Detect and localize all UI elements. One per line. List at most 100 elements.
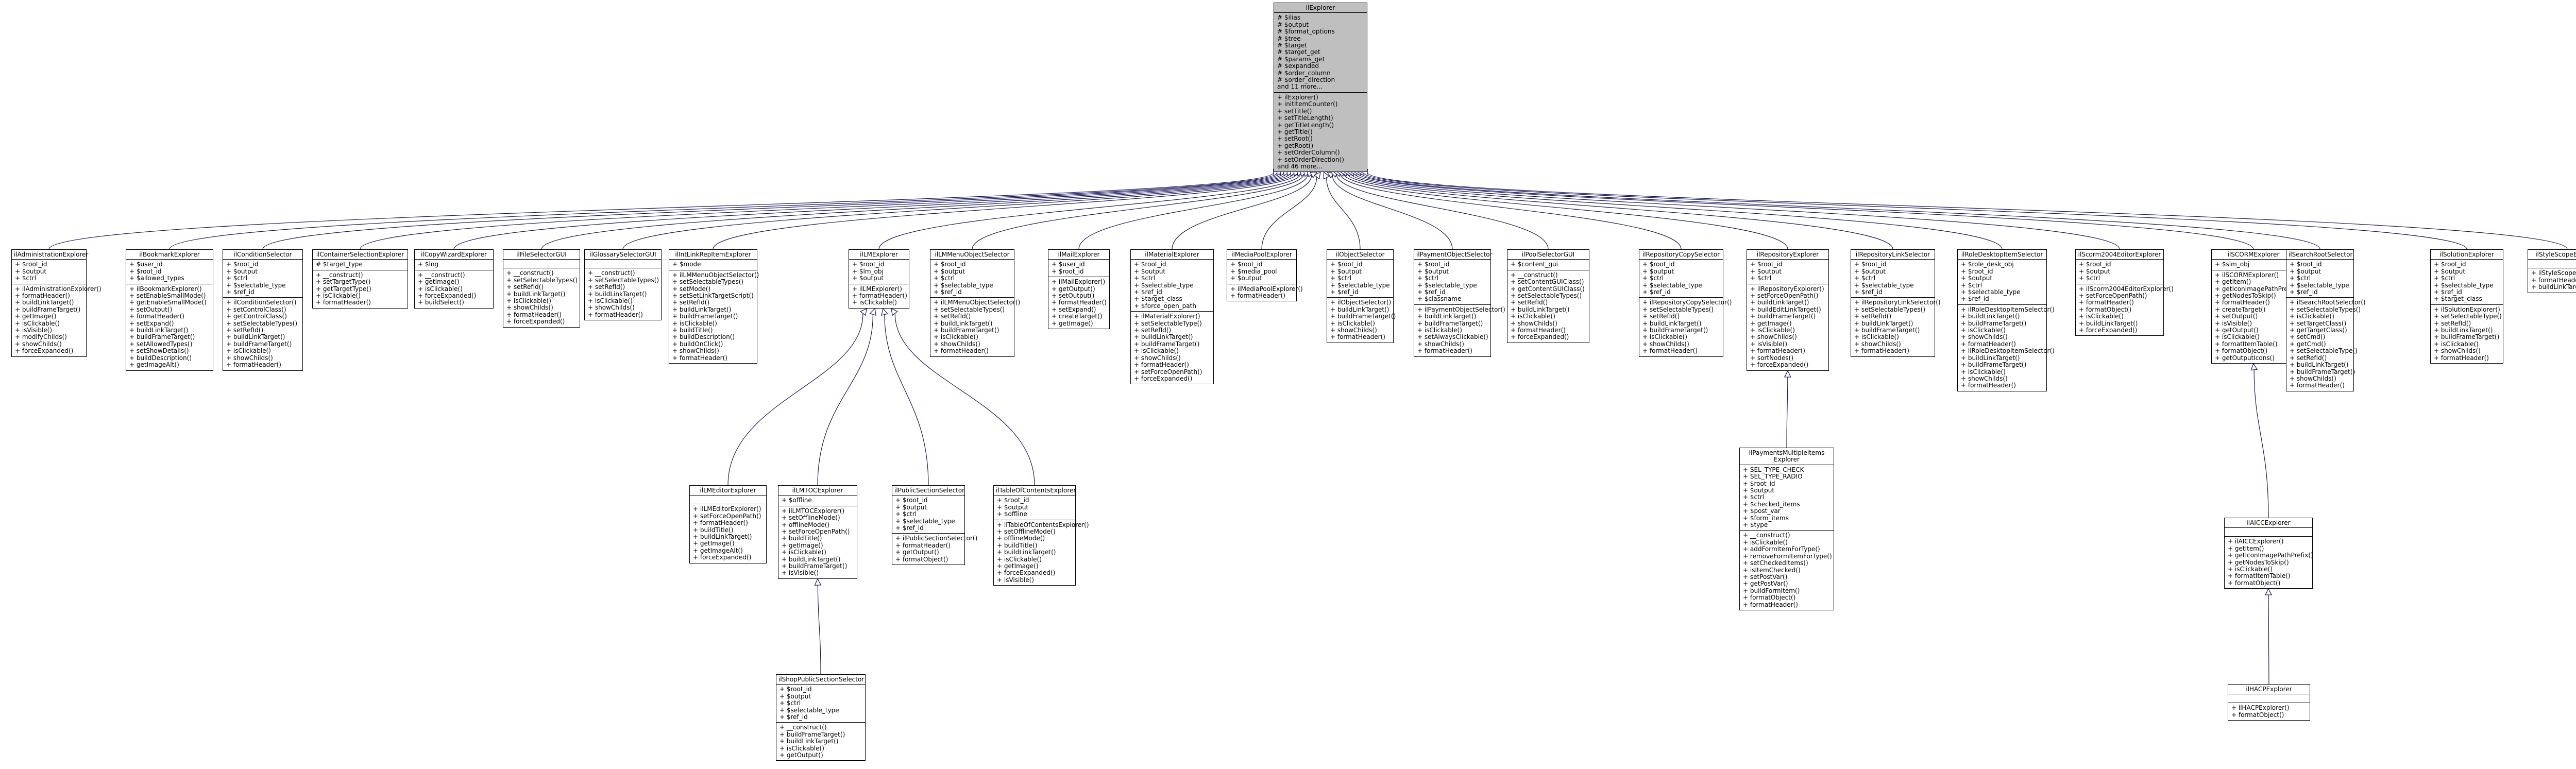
class-box-il-role-desktop-item-selector[interactable]: ilRoleDesktopItemSelector+ $role_desk_ob… [1957, 249, 2055, 391]
inheritance-arrowhead [890, 307, 898, 316]
inheritance-edge [622, 173, 1295, 250]
class-box-il-pool-selector-gui[interactable]: ilPoolSelectorGUI+ $content_gui+ __const… [1507, 249, 1589, 343]
inheritance-arrowhead [2250, 363, 2258, 371]
method-entry: + buildLinkTarget() [693, 533, 752, 541]
inheritance-edge [1786, 377, 1788, 448]
class-box-il-scorm2004editor-explorer[interactable]: ilScorm2004EditorExplorer+ $root_id+ $ou… [2075, 249, 2174, 336]
class-box-il-scormexplorer[interactable]: ilSCORMExplorer+ $slm_obj + ilSCORMExplor… [2211, 249, 2300, 364]
class-box-il-object-selector[interactable]: ilObjectSelector+ $root_id+ $output+ $ct… [1327, 249, 1396, 343]
method-entry: + formatObject() [2231, 711, 2284, 719]
method-entry: + getNodesToSkip() [2215, 292, 2276, 300]
method-list: + ilBookmarkExplorer()+ setEnableSmallMo… [126, 284, 213, 370]
class-box-il-mail-explorer[interactable]: ilMailExplorer+ $user_id+ $root_id+ ilMa… [1048, 249, 1110, 330]
class-box-il-lmtocexplorer[interactable]: ilLMTOCExplorer+ $offline+ ilLMTOCExplor… [778, 485, 857, 579]
class-box-il-search-root-selector[interactable]: ilSearchRootSelector+ $root_id+ $output+… [2286, 249, 2366, 391]
method-entry: + setForceOpenPath() [693, 512, 761, 520]
class-box-il-lmeditor-explorer[interactable]: ilLMEditorExplorer+ ilLMEditorExplorer()… [689, 485, 767, 563]
method-entry: + getImage() [1750, 319, 1792, 327]
method-list: + ilMailExplorer()+ getOutput()+ setOutp… [1048, 277, 1109, 329]
class-box-il-shop-public-section-selector[interactable]: ilShopPublicSectionSelector+ $root_id+ $… [776, 674, 866, 761]
method-entry: + formatHeader() [1330, 333, 1385, 341]
inheritance-edge [2253, 369, 2269, 518]
class-box-il-repository-copy-selector[interactable]: ilRepositoryCopySelector+ $root_id+ $out… [1639, 249, 1732, 357]
inheritance-arrowhead [869, 307, 876, 316]
attribute-entry: + $output [1961, 275, 1993, 282]
method-entry: + setRefId() [588, 283, 625, 291]
class-box-il-payment-object-selector[interactable]: ilPaymentObjectSelector+ $root_id+ $outp… [1414, 249, 1505, 357]
class-box-il-explorer[interactable]: ilExplorer# $ilias# $output# $format_opt… [1274, 3, 1367, 173]
attribute-entry: + SEL_TYPE_CHECK [1743, 466, 1804, 473]
attribute-entry: # $target_type [316, 261, 363, 268]
class-box-il-container-selection-explorer[interactable]: ilContainerSelectionExplorer# $target_ty… [312, 249, 408, 309]
method-entry: + buildLinkTarget() [129, 327, 189, 334]
class-box-il-repository-link-selector[interactable]: ilRepositoryLinkSelector+ $root_id+ $out… [1851, 249, 1941, 357]
attribute-list: + $root_id+ $output+ $ctrl+ $selectable_… [1639, 260, 1723, 298]
method-entry: + getOutput() [2215, 327, 2259, 334]
class-box-il-style-scope-explorer[interactable]: ilStyleScopeExplorer+ ilStyleScopeExplor… [2528, 249, 2576, 293]
method-entry: + setTitle() [1277, 107, 1312, 115]
class-box-il-solution-explorer[interactable]: ilSolutionExplorer+ $root_id+ $output+ $… [2430, 249, 2503, 364]
class-box-il-aiccexplorer[interactable]: ilAICCExplorer+ ilAICCExplorer()+ getIte… [2224, 518, 2313, 589]
method-entry: + getItem() [2215, 278, 2251, 286]
method-entry: + getOutput() [895, 549, 939, 556]
method-list: + ilSCORMExplorer()+ getItem()+ getIconI… [2212, 270, 2300, 363]
method-list: + ilSolutionExplorer()+ setSelectableTyp… [2431, 305, 2503, 363]
method-entry: + isClickable() [2215, 333, 2260, 341]
method-entry: + buildFrameTarget() [1330, 313, 1396, 320]
class-box-il-public-section-selector[interactable]: ilPublicSectionSelector+ $root_id+ $outp… [892, 485, 977, 566]
method-entry: + formatObject() [2228, 579, 2281, 587]
attribute-entry: + $root_id [1743, 480, 1775, 487]
method-entry: + isClickable() [934, 333, 978, 341]
method-entry: + ilSCORMExplorer() [2215, 271, 2279, 279]
class-box-il-file-selector-gui[interactable]: ilFileSelectorGUI+ __construct()+ setSel… [503, 249, 580, 328]
class-box-il-hacpexplorer[interactable]: ilHACPExplorer+ ilHACPExplorer()+ format… [2228, 684, 2310, 721]
method-entry: + formatHeader() [506, 311, 562, 318]
attribute-entry: + $ref_id [226, 288, 255, 296]
attribute-entry: + $force_open_path [1134, 302, 1196, 310]
class-box-il-glossary-selector-gui[interactable]: ilGlossarySelectorGUI+ __construct()+ se… [584, 249, 662, 321]
attribute-entry: + $slm_obj [2215, 261, 2250, 268]
attribute-entry: + $mode [672, 261, 701, 268]
method-entry: + formatHeader() [1750, 347, 1805, 355]
method-entry: + formatObject() [2079, 305, 2132, 313]
attribute-list: + $root_id+ $output+ $ctrl+ $selectable_… [1851, 260, 1935, 298]
class-box-il-lmexplorer[interactable]: ilLMExplorer+ $root_id+ $lm_obj+ $output… [849, 249, 909, 309]
method-entry: + ilConditionSelector() [226, 299, 297, 306]
class-box-il-copy-wizard-explorer[interactable]: ilCopyWizardExplorer+ $lng+ __construct(… [414, 249, 494, 309]
class-name: ilSolutionExplorer [2431, 250, 2503, 260]
method-entry: + showChilds() [1511, 319, 1557, 327]
class-box-il-material-explorer[interactable]: ilMaterialExplorer+ $root_id+ $output+ $… [1130, 249, 1214, 385]
class-name: ilPaymentObjectSelector [1414, 250, 1493, 260]
attribute-entry: + $selectable_type [1854, 281, 1914, 289]
attribute-entry: + $media_pool [1230, 267, 1277, 275]
method-entry: + setSelectableTypes() [226, 319, 298, 327]
method-entry: + isClickable() [1961, 368, 2006, 375]
class-box-il-bookmark-explorer[interactable]: ilBookmarkExplorer+ $user_id+ $root_id+ … [126, 249, 213, 371]
method-entry: + buildSelect() [418, 299, 464, 306]
class-name: ilSCORMExplorer [2212, 250, 2295, 260]
method-list: + ilTableOfContentsExplorer()+ setOfflin… [994, 520, 1089, 586]
class-box-il-lmmenu-object-selector[interactable]: ilLMMenuObjectSelector+ $root_id+ $outpu… [930, 249, 1020, 357]
attribute-entry: + $selectable_type [1330, 281, 1390, 289]
inheritance-edge [1332, 175, 1453, 250]
method-entry: + getControlClass() [226, 313, 287, 320]
method-entry: + ilLMTOCExplorer() [782, 507, 845, 515]
class-box-il-payments-multiple-items-explorer[interactable]: ilPaymentsMultipleItems Explorer+ SEL_TY… [1739, 448, 1834, 610]
method-entry: and 46 more... [1277, 162, 1323, 170]
class-name: ilLMTOCExplorer [778, 486, 857, 496]
class-box-il-repository-explorer[interactable]: ilRepositoryExplorer+ $root_id+ $output+… [1747, 249, 1829, 371]
method-entry: + formatHeader() [15, 292, 70, 300]
method-entry: + setOutput() [1052, 292, 1095, 300]
class-box-il-table-of-contents-explorer[interactable]: ilTableOfContentsExplorer+ $root_id+ $ou… [993, 485, 1089, 586]
method-entry: + showChilds() [1642, 340, 1689, 348]
class-box-il-int-link-rep-item-explorer[interactable]: ilIntLinkRepItemExplorer+ $mode+ ilLMMen… [669, 249, 759, 364]
attribute-entry: + $output [226, 267, 258, 275]
class-box-il-administration-explorer[interactable]: ilAdministrationExplorer+ $root_id+ $out… [11, 249, 101, 357]
inheritance-edge [972, 173, 1305, 250]
class-box-il-condition-selector[interactable]: ilConditionSelector+ $root_id+ $output+ … [223, 249, 303, 371]
class-box-il-media-pool-explorer[interactable]: ilMediaPoolExplorer+ $root_id+ $media_po… [1227, 249, 1303, 302]
class-name: ilScorm2004EditorExplorer [2076, 250, 2163, 260]
method-entry: + showChilds() [2290, 374, 2336, 382]
method-list: + ilExplorer()+ initItemCounter()+ setTi… [1274, 93, 1367, 172]
method-entry: + __construct() [506, 269, 554, 277]
